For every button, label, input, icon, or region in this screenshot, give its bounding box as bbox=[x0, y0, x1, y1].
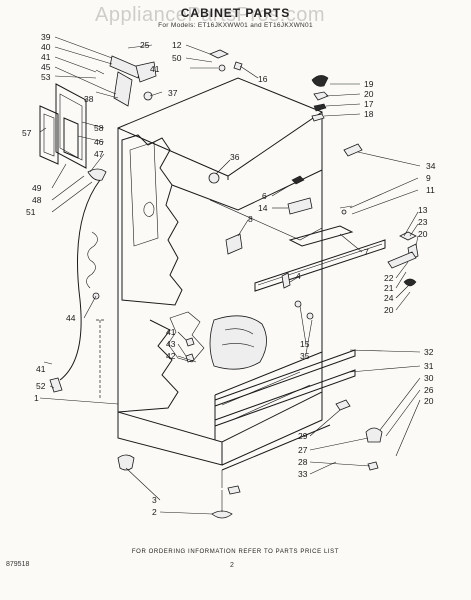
callout-label: 13 bbox=[418, 205, 428, 215]
callout-label: 38 bbox=[84, 94, 94, 104]
diagram-subtitle: For Models: ET16JKXWW01 and ET16JKXWN01 bbox=[158, 22, 313, 29]
callout-label: 16 bbox=[258, 74, 268, 84]
callout-label: 47 bbox=[94, 149, 104, 159]
callout-label: 6 bbox=[262, 191, 267, 201]
callout-label: 29 bbox=[298, 431, 308, 441]
callout-label: 33 bbox=[298, 469, 308, 479]
callout-label: 20 bbox=[364, 89, 374, 99]
watermark: AppliancePartsPros.com bbox=[95, 4, 325, 26]
small-hardware bbox=[185, 49, 419, 495]
callout-label: 44 bbox=[66, 313, 76, 323]
callout-label: 36 bbox=[230, 152, 240, 162]
callout-label: 27 bbox=[298, 445, 308, 455]
callout-label: 40 bbox=[41, 42, 51, 52]
top-hinge-assembly bbox=[95, 55, 157, 107]
ordering-info-note: FOR ORDERING INFORMATION REFER TO PARTS … bbox=[131, 549, 340, 555]
leader-lines bbox=[39, 36, 421, 515]
callout-label: 41 bbox=[36, 364, 46, 374]
callout-label: 2 bbox=[152, 507, 157, 517]
callout-label: 21 bbox=[384, 283, 394, 293]
callout-label: 48 bbox=[32, 195, 42, 205]
callout-label: 22 bbox=[384, 273, 394, 283]
callout-label: 35 bbox=[300, 351, 310, 361]
cabinet-body bbox=[96, 77, 331, 471]
callout-label: 20 bbox=[418, 229, 428, 239]
callout-label: 14 bbox=[258, 203, 268, 213]
callout-label: 31 bbox=[424, 361, 434, 371]
callout-label: 42 bbox=[166, 351, 176, 361]
callout-label: 11 bbox=[426, 185, 435, 195]
callout-label: 41 bbox=[41, 52, 51, 62]
callout-label: 17 bbox=[364, 99, 374, 109]
callout-label: 20 bbox=[384, 305, 394, 315]
callout-label: 12 bbox=[172, 40, 182, 50]
callout-label: 15 bbox=[300, 339, 310, 349]
callout-label: 9 bbox=[426, 173, 431, 183]
callout-label: 46 bbox=[94, 137, 104, 147]
crossbar-rails bbox=[214, 225, 386, 427]
callout-label: 25 bbox=[140, 40, 150, 50]
callout-label: 32 bbox=[424, 347, 434, 357]
callout-label: 51 bbox=[26, 207, 36, 217]
callout-label: 19 bbox=[364, 79, 374, 89]
callout-labels: 39 40 41 45 53 38 57 58 46 47 49 48 51 4… bbox=[22, 32, 436, 517]
callout-label: 20 bbox=[424, 396, 434, 406]
callout-label: 58 bbox=[94, 123, 104, 133]
callout-label: 26 bbox=[424, 385, 434, 395]
callout-label: 4 bbox=[296, 271, 301, 281]
leveling-legs bbox=[117, 454, 233, 519]
callout-label: 50 bbox=[172, 53, 182, 63]
duct-panel bbox=[39, 83, 87, 169]
wire-harness bbox=[43, 168, 107, 393]
callout-label: 41 bbox=[166, 327, 176, 337]
page-number: 2 bbox=[230, 562, 234, 569]
callout-label: 1 bbox=[34, 393, 39, 403]
document-code: 879518 bbox=[6, 561, 30, 568]
callout-label: 45 bbox=[41, 62, 51, 72]
diagram-title: CABINET PARTS bbox=[180, 6, 291, 20]
callout-label: 8 bbox=[248, 214, 253, 224]
callout-label: 30 bbox=[424, 373, 434, 383]
callout-label: 57 bbox=[22, 128, 32, 138]
callout-label: 37 bbox=[168, 88, 178, 98]
callout-label: 53 bbox=[41, 72, 51, 82]
callout-label: 43 bbox=[166, 339, 176, 349]
callout-label: 7 bbox=[364, 247, 369, 257]
callout-label: 39 bbox=[41, 32, 51, 42]
callout-label: 23 bbox=[418, 217, 428, 227]
callout-label: 41 bbox=[150, 64, 160, 74]
callout-label: 52 bbox=[36, 381, 46, 391]
callout-label: 18 bbox=[364, 109, 374, 119]
callout-label: 49 bbox=[32, 183, 42, 193]
callout-label: 3 bbox=[152, 495, 157, 505]
callout-label: 28 bbox=[298, 457, 308, 467]
callout-label: 34 bbox=[426, 161, 436, 171]
callout-label: 24 bbox=[384, 293, 394, 303]
